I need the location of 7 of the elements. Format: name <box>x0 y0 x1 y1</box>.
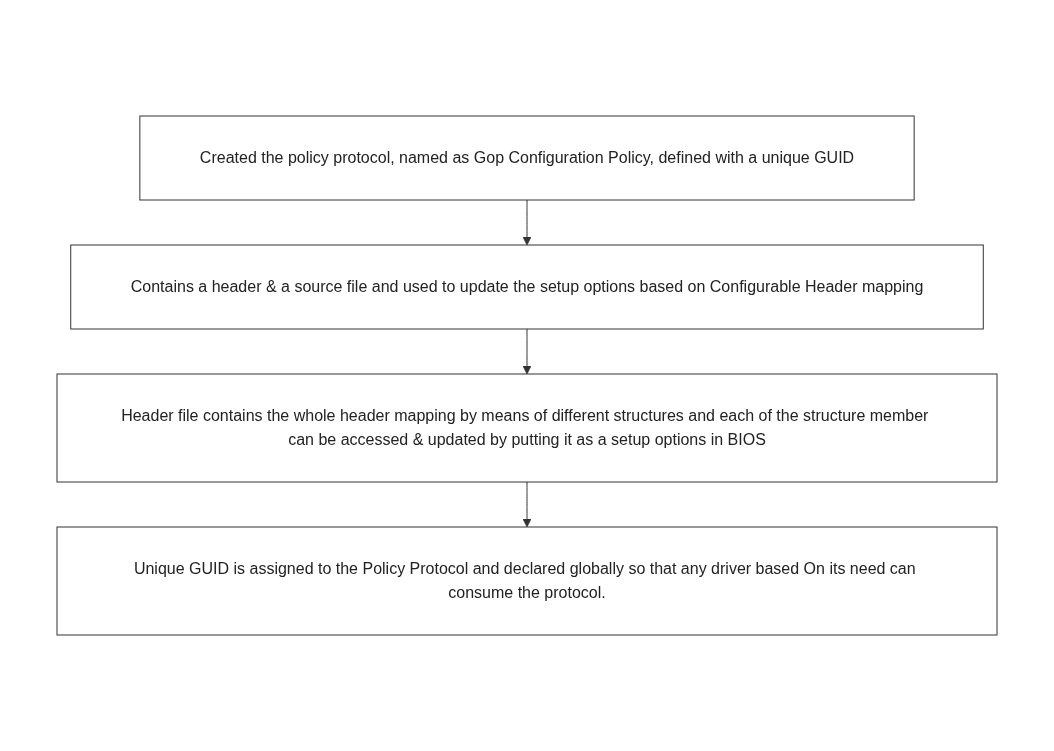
arrow <box>522 199 532 246</box>
arrow <box>522 481 532 528</box>
arrow <box>522 328 532 375</box>
node-box: Unique GUID is assigned to the Policy Protocol and declared globally so that any driver based On its need can consume the protocol. <box>56 526 998 636</box>
node-box: Created the policy protocol, named as Gop Configuration Policy, defined with a unique GUID <box>139 115 915 201</box>
node-box: Header file contains the whole header mapping by means of different structures and each of the structure member can be accessed & updated by putting it as a setup options in BIOS <box>56 373 998 483</box>
node-box: Contains a header & a source file and used to update the setup options based on Configurable Header mapping <box>70 244 984 330</box>
